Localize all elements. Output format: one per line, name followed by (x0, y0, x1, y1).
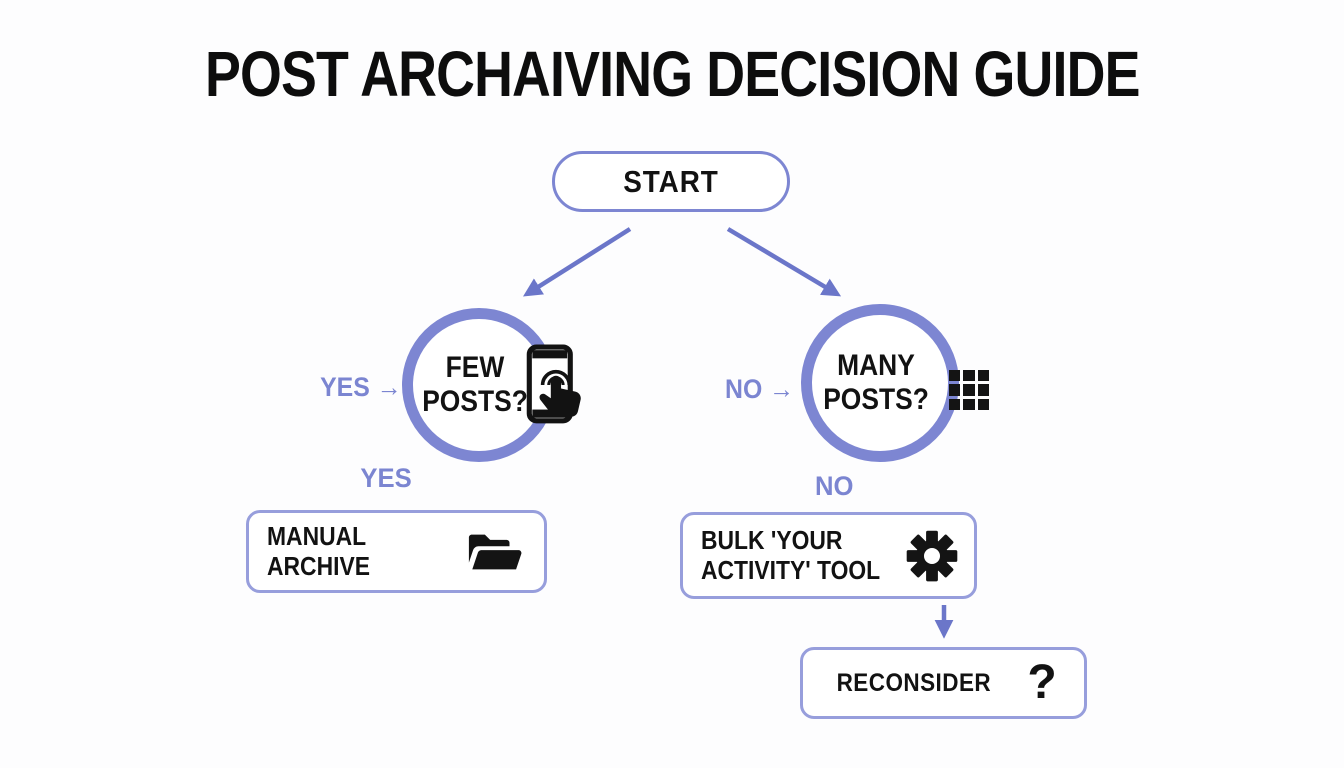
page-title-wrap: POST ARCHAIVING DECISION GUIDE (0, 36, 1344, 112)
arrow-start-to-few (523, 227, 632, 297)
manual-archive-label: MANUAL ARCHIVE (267, 520, 370, 581)
bulk-activity-tool-node: BULK 'YOUR ACTIVITY' TOOL (680, 512, 977, 599)
decision-node-many-posts: MANY POSTS? (801, 304, 959, 462)
question-mark-icon: ? (1027, 656, 1057, 709)
yes-side-label: YES → (320, 371, 402, 402)
start-label: START (623, 163, 719, 199)
bulk-activity-tool-label: BULK 'YOUR ACTIVITY' TOOL (701, 524, 881, 585)
no-side-label: NO → (724, 373, 794, 404)
few-posts-question: FEW POSTS? (422, 351, 528, 418)
manual-archive-node: MANUAL ARCHIVE (246, 510, 547, 593)
page-title: POST ARCHAIVING DECISION GUIDE (204, 38, 1140, 110)
phone-tap-icon (526, 344, 581, 424)
yes-branch-label: YES (360, 462, 412, 493)
many-posts-question: MANY POSTS? (823, 349, 929, 416)
reconsider-node: RECONSIDER ? (800, 647, 1087, 719)
no-branch-label: NO (814, 470, 854, 501)
open-folder-icon (466, 529, 524, 575)
grid-icon (949, 370, 989, 410)
arrow-start-to-many (726, 227, 842, 297)
start-node: START (552, 151, 790, 212)
reconsider-label: RECONSIDER (836, 668, 991, 697)
gear-icon (905, 529, 959, 583)
